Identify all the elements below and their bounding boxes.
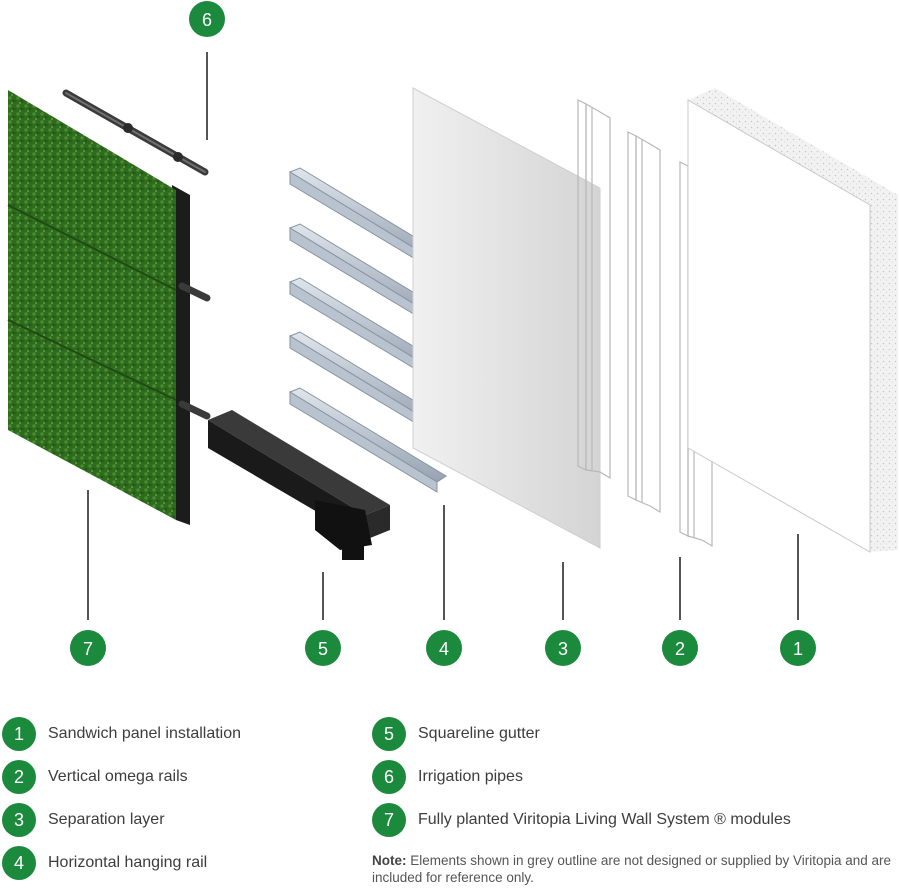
callout-badge-3: 3 — [545, 630, 581, 666]
legend-badge: 1 — [2, 717, 36, 751]
callout-badge-6: 6 — [189, 1, 225, 37]
svg-text:6: 6 — [202, 10, 212, 30]
separation-layer — [412, 87, 601, 549]
legend-item-6: 6 Irrigation pipes — [372, 759, 523, 795]
svg-text:2: 2 — [675, 639, 685, 659]
legend-item-5: 5 Squareline gutter — [372, 716, 540, 752]
legend-label: Fully planted Viritopia Living Wall Syst… — [418, 811, 791, 828]
svg-text:3: 3 — [558, 639, 568, 659]
legend-item-7: 7 Fully planted Viritopia Living Wall Sy… — [372, 802, 791, 838]
legend-label: Squareline gutter — [418, 725, 540, 742]
irrigation-pipes — [62, 89, 211, 420]
legend-label: Irrigation pipes — [418, 768, 523, 785]
legend-badge: 2 — [2, 760, 36, 794]
legend-label: Vertical omega rails — [48, 768, 188, 785]
legend-badge: 4 — [2, 846, 36, 880]
sandwich-panel — [687, 88, 898, 553]
legend-item-2: 2 Vertical omega rails — [2, 759, 188, 795]
legend-label: Separation layer — [48, 811, 165, 828]
squareline-gutter — [208, 410, 390, 560]
legend-badge: 6 — [372, 760, 406, 794]
legend-item-3: 3 Separation layer — [2, 802, 165, 838]
callout-badge-5: 5 — [305, 630, 341, 666]
svg-text:1: 1 — [793, 639, 803, 659]
leader-lines — [87, 52, 799, 620]
svg-text:4: 4 — [439, 639, 449, 659]
note-label: Note: — [372, 853, 407, 868]
legend-label: Horizontal hanging rail — [48, 854, 208, 871]
callout-badge-1: 1 — [780, 630, 816, 666]
legend-badge: 3 — [2, 803, 36, 837]
legend-label: Sandwich panel installation — [48, 725, 242, 742]
living-wall-modules — [7, 90, 190, 525]
svg-text:7: 7 — [83, 639, 93, 659]
legend-item-4: 4 Horizontal hanging rail — [2, 845, 207, 881]
callout-badge-2: 2 — [662, 630, 698, 666]
horizontal-hanging-rails — [288, 167, 447, 493]
svg-text:5: 5 — [318, 639, 328, 659]
callout-badge-4: 4 — [426, 630, 462, 666]
note-text: Elements shown in grey outline are not d… — [372, 853, 892, 885]
vertical-omega-rails — [577, 99, 713, 548]
legend-item-1: 1 Sandwich panel installation — [2, 716, 241, 752]
exploded-view-diagram: 6 7 5 4 3 2 1 — [7, 1, 898, 666]
callout-badge-7: 7 — [70, 630, 106, 666]
reference-note: Note: Elements shown in grey outline are… — [372, 852, 900, 886]
legend-badge: 5 — [372, 717, 406, 751]
legend-badge: 7 — [372, 803, 406, 837]
